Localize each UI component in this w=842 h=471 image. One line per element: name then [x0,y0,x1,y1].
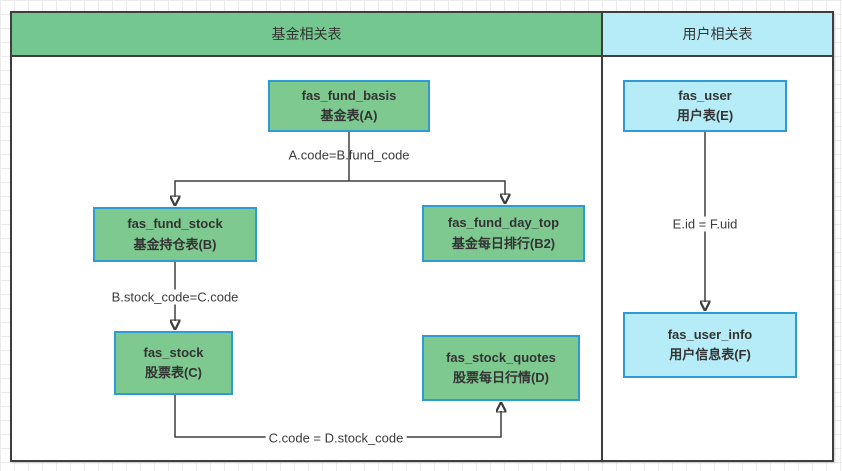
table-name: fas_user [678,87,732,103]
table-label: 股票每日行情(D) [452,370,550,385]
table-name: fas_stock [143,344,204,360]
table-name: fas_fund_stock [127,216,223,232]
user-section-title: 用户相关表 [682,26,753,42]
table-name: fas_fund_basis [301,87,397,103]
table-node-fund-day-top[interactable]: fas_fund_day_top 基金每日排行(B2) [422,205,585,262]
fund-section-header: 基金相关表 [12,13,601,57]
table-node-stock[interactable]: fas_stock 股票表(C) [114,331,233,395]
table-node-fund-stock[interactable]: fas_fund_stock 基金持仓表(B) [93,207,257,262]
relation-label-c-d: C.code = D.stock_code [265,430,407,446]
table-label: 股票表(C) [144,365,203,380]
table-name: fas_stock_quotes [446,349,556,365]
table-node-fund-basis[interactable]: fas_fund_basis 基金表(A) [268,80,430,132]
table-node-user[interactable]: fas_user 用户表(E) [623,80,787,132]
table-label: 基金表(A) [320,108,378,123]
relation-label-a-b: A.code=B.fund_code [288,147,410,163]
relation-label-e-f: E.id = F.uid [669,216,741,232]
fund-section-title: 基金相关表 [271,26,342,42]
table-label: 基金持仓表(B) [133,236,217,252]
table-label: 用户信息表(F) [669,347,751,362]
user-tables-section: 用户相关表 [601,11,834,462]
user-section-header: 用户相关表 [603,13,832,57]
table-node-stock-quotes[interactable]: fas_stock_quotes 股票每日行情(D) [422,335,580,401]
table-label: 用户表(E) [676,108,734,123]
table-name: fas_fund_day_top [447,215,560,231]
relation-label-b-c: B.stock_code=C.code [108,289,242,305]
table-name: fas_user_info [667,326,753,342]
table-node-user-info[interactable]: fas_user_info 用户信息表(F) [623,312,797,378]
table-label: 基金每日排行(B2) [451,235,556,251]
